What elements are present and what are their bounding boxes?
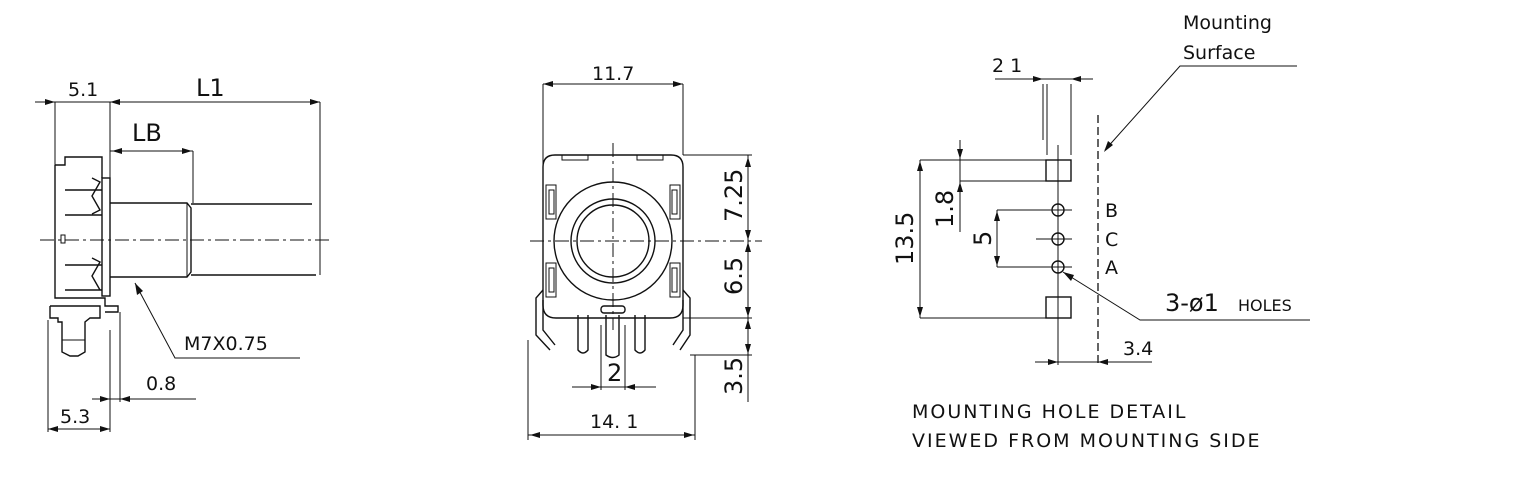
pin-a-label: A [1105, 257, 1118, 279]
dim-bracket-label: 0.8 [146, 373, 176, 395]
holes-count-label: 3-ø1 [1165, 289, 1219, 317]
dim-top-label: 7.25 [720, 169, 748, 222]
dim-pitch-label: 2 [607, 359, 622, 387]
dim-width-label: 11.7 [592, 63, 634, 85]
front-view: 11.7 7.25 6.5 3.5 [527, 63, 762, 440]
dim-tab-height-label: 1.8 [931, 190, 959, 228]
dim-tab-label: 2 1 [992, 55, 1022, 77]
pin-c-label: C [1105, 229, 1118, 251]
dim-offset-label: 3.4 [1123, 338, 1153, 360]
caption-line2: VIEWED FROM MOUNTING SIDE [912, 430, 1262, 452]
dim-base-label: 5.3 [60, 406, 90, 428]
pin-b-label: B [1105, 200, 1118, 222]
mounting-surface-line2: Surface [1183, 42, 1255, 64]
dim-bushing-label: LB [132, 119, 162, 147]
side-view: 5.1 L1 LB M7X0.75 0.8 [35, 74, 330, 432]
hole-detail: Mounting Surface 2 1 B C A 13.5 [891, 12, 1310, 452]
dim-hole-pitch-label: 5 [969, 231, 997, 246]
dim-lower-label: 6.5 [720, 257, 748, 295]
dim-span-label: 13.5 [891, 212, 919, 265]
dim-pins-label: 3.5 [720, 357, 748, 395]
dim-flange-label: 5.1 [68, 79, 98, 101]
dim-length-label: L1 [196, 74, 225, 102]
caption-line1: MOUNTING HOLE DETAIL [912, 401, 1187, 423]
mounting-holes [1036, 203, 1072, 274]
dim-total-width-label: 14. 1 [590, 411, 638, 433]
thread-label: M7X0.75 [184, 333, 268, 355]
mounting-surface-line1: Mounting [1183, 12, 1272, 34]
holes-label: HOLES [1238, 296, 1292, 315]
